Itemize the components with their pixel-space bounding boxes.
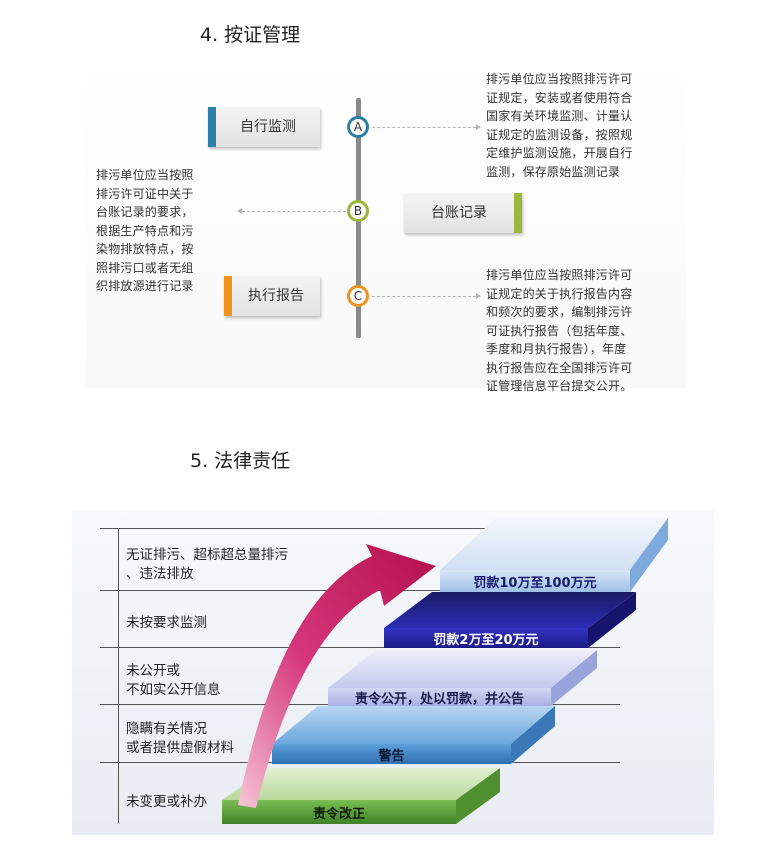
step-label-order-disclose: 责令公开，处以罚款，并公告 <box>328 688 551 707</box>
step-label-fine-100k-1m: 罚款10万至100万元 <box>440 572 630 591</box>
step-label-order-correct: 责令改正 <box>222 803 456 822</box>
step3-top <box>328 650 597 688</box>
step1-top <box>440 518 668 570</box>
step-label-fine-20k-200k: 罚款2万至20万元 <box>384 629 588 648</box>
step-label-warning: 警告 <box>272 745 511 764</box>
step4-top <box>272 706 555 744</box>
